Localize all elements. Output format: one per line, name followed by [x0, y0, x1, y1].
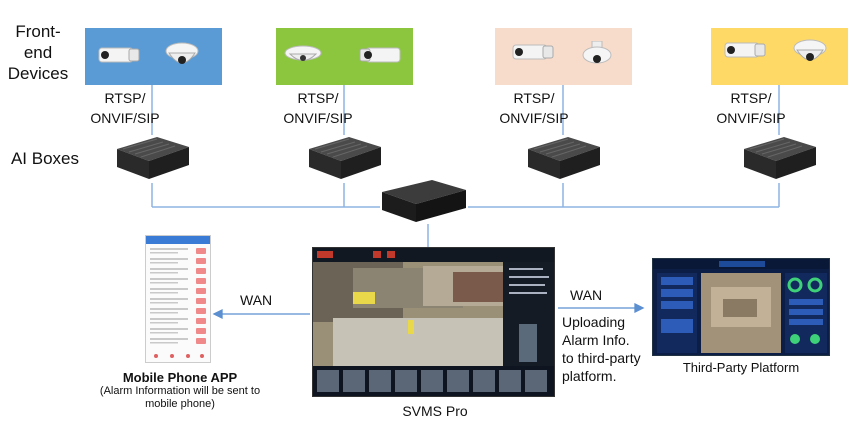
ai-box-icon	[528, 137, 600, 179]
front-end-devices-label: Front- end Devices	[7, 22, 69, 83]
bullet-camera-icon	[724, 42, 766, 58]
mobile-app-screenshot	[145, 235, 211, 363]
camera-panel-1	[85, 28, 222, 85]
uploading-alarm-text: Uploading Alarm Info. to third-party pla…	[562, 314, 641, 384]
mobile-app-title: Mobile Phone APP	[122, 370, 238, 385]
wan-label-right: WAN	[570, 287, 603, 303]
dome-camera-icon	[284, 45, 322, 61]
tpp-dashboard	[653, 259, 829, 353]
camera-panel-2	[276, 28, 413, 85]
svms-pro-caption: SVMS Pro	[402, 403, 468, 419]
nvr-server-icon	[382, 180, 466, 222]
protocol-label-2: RTSP/ ONVIF/SIP	[283, 90, 353, 126]
protocol-label-3: RTSP/ ONVIF/SIP	[499, 90, 569, 126]
arrow-left-icon	[212, 308, 310, 320]
arrow-right-icon	[558, 302, 645, 314]
svms-scene	[313, 248, 554, 396]
ai-box-icon	[744, 137, 816, 179]
bullet-camera-icon	[359, 47, 401, 63]
dome-camera-icon	[793, 39, 827, 61]
wan-label-left: WAN	[240, 292, 273, 308]
bullet-camera-icon	[512, 44, 554, 60]
camera-panel-3	[495, 28, 632, 85]
ai-box-icon	[117, 137, 189, 179]
ai-boxes-label: AI Boxes	[10, 149, 80, 168]
third-party-platform-screenshot	[652, 258, 830, 356]
mobile-list	[150, 248, 206, 358]
bullet-camera-icon	[98, 47, 140, 63]
mobile-app-note: (Alarm Information will be sent to mobil…	[99, 385, 261, 410]
third-party-platform-caption: Third-Party Platform	[682, 360, 800, 375]
protocol-label-4: RTSP/ ONVIF/SIP	[716, 90, 786, 126]
ai-box-icon	[309, 137, 381, 179]
dome-camera-icon	[165, 42, 199, 64]
svms-pro-screenshot	[312, 247, 555, 397]
camera-panel-4	[711, 28, 848, 85]
protocol-label-1: RTSP/ ONVIF/SIP	[90, 90, 160, 126]
dome-camera-icon	[582, 41, 612, 64]
